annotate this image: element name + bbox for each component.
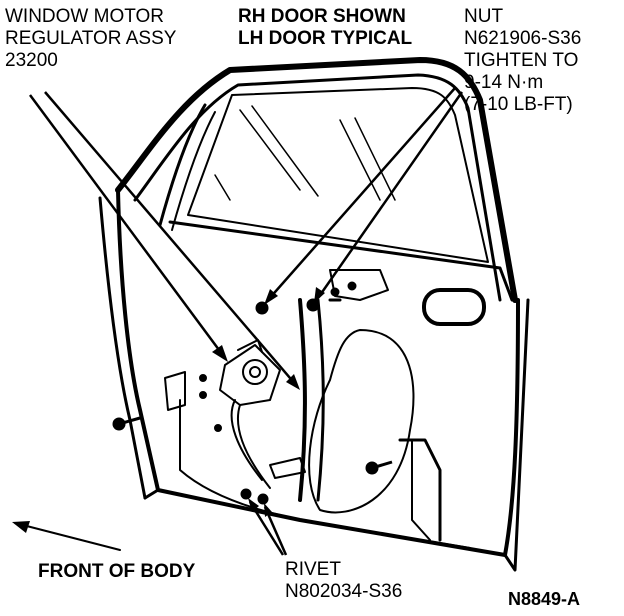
inner-panel-access-hole (308, 329, 415, 514)
door-front-post-inner (171, 111, 216, 231)
leader-regulator-b (44, 91, 297, 386)
fastener-reg-1 (199, 374, 207, 382)
door-handle-slot (422, 288, 486, 326)
regulator-label-line2: REGULATOR ASSY (5, 28, 177, 49)
nut-upper-left (255, 301, 269, 315)
regulator-label-line1: WINDOW MOTOR (5, 6, 165, 27)
nut-upper-right (306, 298, 320, 312)
door-rear-edge (503, 298, 530, 572)
leader-arrow-nut-b (314, 287, 325, 303)
regulator-label-line3: 23200 (5, 50, 58, 71)
nut-label-line1: NUT (464, 6, 504, 27)
leader-arrow-regulator-b (286, 374, 300, 390)
nut-label-line5: (7-10 LB-FT) (464, 94, 573, 115)
door-front-post (158, 103, 207, 227)
door-frame-inner (133, 73, 502, 302)
regulator-label: WINDOW MOTOR REGULATOR ASSY 23200 (5, 6, 176, 72)
nut-label-line4: 9-14 N·m (464, 72, 544, 93)
fastener-latch-2 (347, 281, 357, 291)
glass-run-channel-b (316, 298, 325, 502)
leader-arrow-rivet-b (264, 503, 272, 517)
door-frame-outer (115, 57, 518, 303)
fastener-reg-3 (214, 424, 222, 432)
figure-id: N8849-A (508, 589, 581, 609)
rivet-label-line2: N802034-S36 (285, 581, 403, 602)
leader-nut-a (267, 87, 456, 301)
nut-label-line3: TIGHTEN TO (464, 50, 579, 71)
lower-bracket (269, 457, 306, 479)
regulator-assembly (219, 339, 281, 489)
door-note-line1: RH DOOR SHOWN (238, 6, 406, 27)
door-outer-shell-front (98, 196, 147, 500)
fastener-latch-1 (330, 287, 340, 297)
glass-reflections (214, 105, 396, 201)
nut-label: NUT N621906-S36 TIGHTEN TO 9-14 N·m (7-1… (464, 6, 581, 116)
nut-label-line2: N621906-S36 (464, 28, 582, 49)
front-arrow-shaft (14, 522, 121, 551)
rivet-label-line1: RIVET (285, 559, 341, 580)
rear-channel-b (411, 439, 431, 541)
rivet-1 (240, 488, 252, 500)
door-note-label: RH DOOR SHOWN LH DOOR TYPICAL (238, 6, 412, 50)
latch-bracket (329, 269, 389, 301)
rivet-2 (257, 493, 269, 505)
leader-rivet-a (248, 501, 285, 556)
leader-arrow-regulator-a (212, 345, 228, 362)
rivet-label: RIVET N802034-S36 (285, 559, 402, 603)
fastener-reg-2 (199, 391, 207, 399)
front-of-body-label: FRONT OF BODY (38, 561, 196, 582)
leader-arrow-nut-a (264, 289, 278, 305)
leader-nut-b (316, 91, 464, 299)
window-glass (187, 87, 489, 263)
leader-rivet-b (263, 506, 288, 556)
inner-panel-contour (179, 399, 471, 549)
belt-line (168, 220, 514, 302)
leader-regulator-a (28, 94, 227, 359)
leader-arrow-rivet-a (248, 498, 259, 512)
front-arrow-head (12, 521, 30, 533)
front-mount-bracket (164, 371, 186, 411)
rear-channel (398, 438, 442, 542)
door-note-line2: LH DOOR TYPICAL (238, 28, 413, 49)
door-bottom-edge (143, 488, 160, 500)
